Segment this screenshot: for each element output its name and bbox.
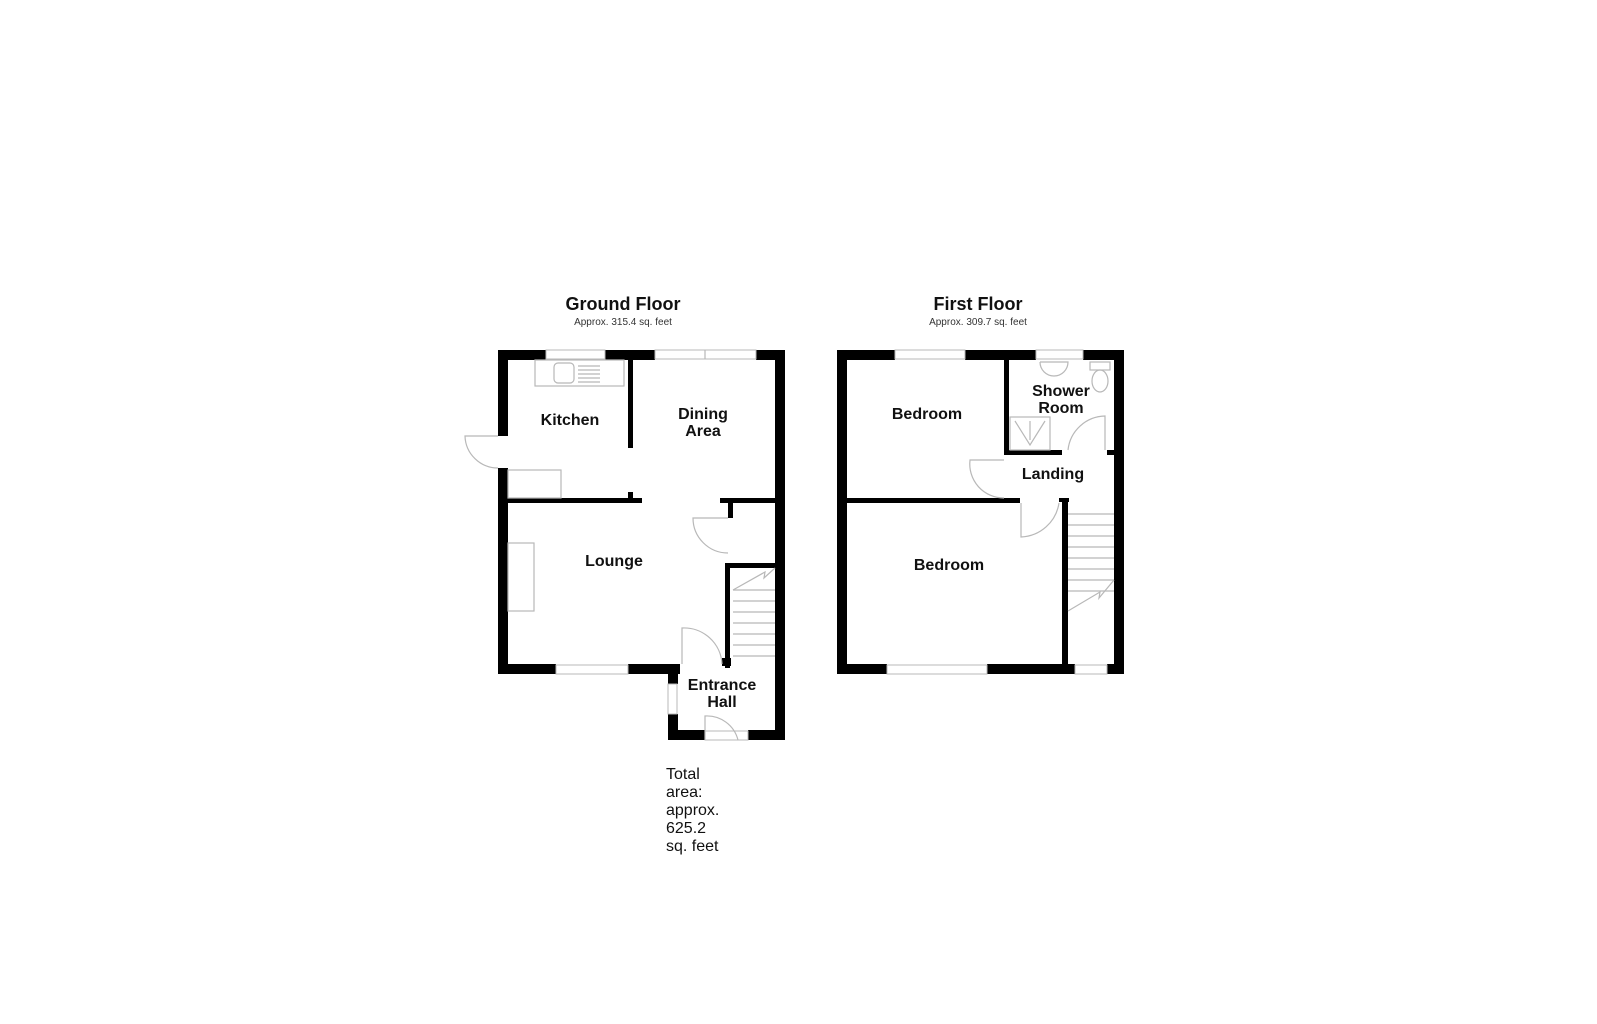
ground-floor-fixtures — [464, 349, 776, 741]
room-label-entrance-hall: Entrance Hall — [687, 677, 757, 711]
room-label-kitchen: Kitchen — [540, 412, 600, 429]
room-label-shower-room: Shower Room — [1032, 383, 1090, 417]
room-label-dining-area: Dining Area — [678, 406, 728, 440]
room-label-lounge: Lounge — [585, 553, 643, 570]
first-floor-title: First Floor — [933, 294, 1023, 314]
room-label-bedroom-2: Bedroom — [913, 557, 985, 574]
total-area: Total area: approx. 625.2 sq. feet — [666, 766, 720, 855]
ground-floor-title: Ground Floor — [565, 294, 681, 314]
first-floor-area: Approx. 309.7 sq. feet — [929, 317, 1027, 328]
ground-floor-area: Approx. 315.4 sq. feet — [574, 317, 672, 328]
room-label-bedroom-1: Bedroom — [891, 406, 963, 423]
first-floor-fixtures — [886, 349, 1115, 675]
ground-floor-walls — [498, 350, 785, 740]
room-label-landing: Landing — [1021, 466, 1085, 483]
first-floor-walls — [837, 350, 1124, 674]
